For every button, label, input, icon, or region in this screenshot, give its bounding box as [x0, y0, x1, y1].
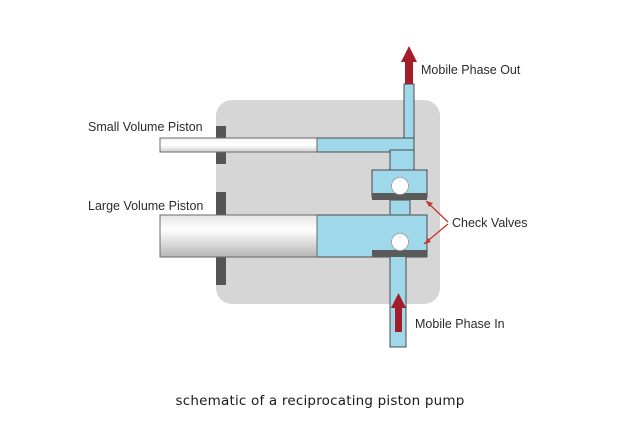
large-volume-piston [159, 214, 318, 258]
inlet-arrow [391, 293, 406, 332]
small-volume-piston [159, 137, 318, 153]
label-mobile-phase-out: Mobile Phase Out [421, 63, 521, 77]
label-large-volume-piston: Large Volume Piston [88, 199, 203, 213]
outlet-tube [403, 83, 415, 141]
upper-connector [389, 149, 415, 171]
check-valve-pointers [423, 200, 449, 245]
outlet-arrow [401, 46, 417, 84]
upper-valve-seat [372, 193, 427, 200]
middle-connector [389, 199, 411, 217]
label-mobile-phase-in: Mobile Phase In [415, 317, 505, 331]
lower-check-valve-ball [391, 233, 409, 251]
upper-check-valve-ball [391, 177, 409, 195]
label-check-valves: Check Valves [452, 216, 528, 230]
label-small-volume-piston: Small Volume Piston [88, 120, 203, 134]
figure-caption: schematic of a reciprocating piston pump [175, 393, 465, 409]
lower-valve-seat [372, 250, 427, 257]
